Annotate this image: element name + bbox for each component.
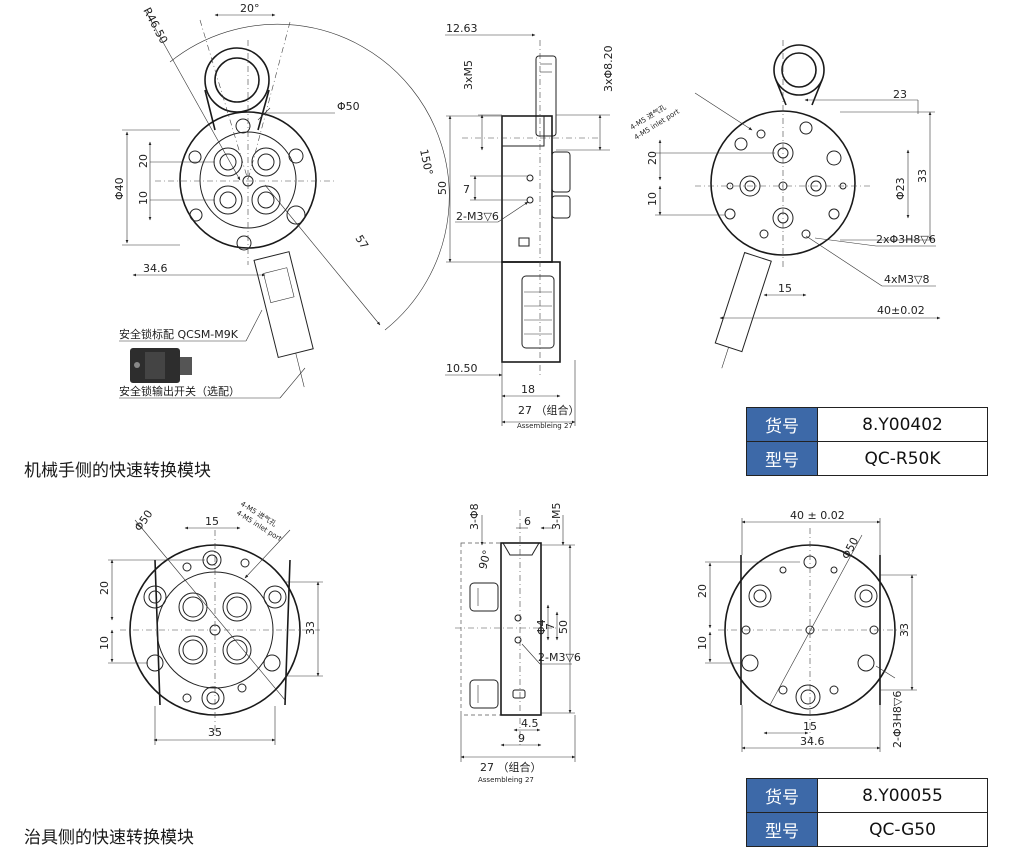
dim-50: 50 [436, 181, 449, 195]
dim-phi4: Φ4 [535, 619, 548, 635]
model-key: 型号 [746, 812, 818, 847]
dim-7: 7 [463, 183, 470, 196]
dim-9: 9 [518, 732, 525, 745]
robot-back-view: 4-M5 进气孔 4-M5 inlet port 23 20 Φ23 33 10… [628, 40, 941, 369]
dim-6: 6 [524, 515, 531, 528]
sensor-label: 安全锁标配 QCSM-M9K [119, 327, 239, 341]
m3-label: 2-M3▽6 [538, 651, 581, 664]
dim-3x8-20: 3xΦ8.20 [602, 45, 615, 92]
dim-57: 57 [352, 233, 370, 252]
robot-side-title: 机械手侧的快速转换模块 [24, 461, 211, 481]
dim-10: 10 [137, 191, 150, 205]
model-key: 型号 [746, 441, 818, 476]
item-number-key: 货号 [746, 407, 818, 442]
tool-part-table: 货号 8.Y00055 型号 QC-G50 [746, 778, 988, 847]
dim-33: 33 [916, 169, 929, 183]
robot-front-view: R46.50 20° Φ50 150° 20 Φ40 10 57 34.6 安全… [113, 2, 450, 399]
dim-40: 40 ± 0.02 [790, 509, 845, 522]
m3-label: 4xM3▽8 [884, 273, 929, 286]
dim-3phi8: 3-Φ8 [468, 503, 481, 530]
phi50-label: Φ50 [337, 100, 360, 113]
dim-10: 10 [646, 192, 659, 206]
dim-50: 50 [557, 620, 570, 634]
dim-3xm5: 3xM5 [462, 60, 475, 90]
dim-35: 35 [208, 726, 222, 739]
dim-15: 15 [205, 515, 219, 528]
dim-23: 23 [893, 88, 907, 101]
tool-front-view: Φ50 15 4-M5 进气孔 4-M5 inlet port 20 10 33… [98, 499, 323, 745]
tool-side-view: 3-Φ8 6 3-M5 90° Φ4 7 50 2-M3▽6 4.5 9 27 … [455, 503, 581, 784]
dim-18: 18 [521, 383, 535, 396]
item-number-value: 8.Y00055 [817, 778, 988, 813]
dim-phi23: Φ23 [894, 177, 907, 200]
angle-90: 90° [476, 549, 494, 571]
dim-33: 33 [898, 623, 911, 637]
dim-12-63: 12.63 [446, 22, 478, 35]
robot-side-view: 12.63 3xM5 3xΦ8.20 50 7 2-M3▽6 10.50 18 … [436, 22, 615, 430]
r-label: R46.50 [140, 5, 170, 46]
dim-20: 20 [137, 154, 150, 168]
dim-20: 20 [696, 584, 709, 598]
angle-top: 20° [240, 2, 260, 15]
model-value: QC-R50K [817, 441, 988, 476]
robot-part-table: 货号 8.Y00402 型号 QC-R50K [746, 407, 988, 476]
dim-10: 10 [696, 636, 709, 650]
dim-27: 27 （组合） [518, 403, 580, 417]
phi50-label: Φ50 [132, 508, 156, 534]
tool-back-view: 40 ± 0.02 Φ50 20 33 10 15 2-Φ3H8▽6 34.6 [696, 509, 917, 752]
dim-27: 27 （组合） [480, 760, 542, 774]
assembly-label: Assembleing 27 [478, 776, 534, 784]
dim-10-50: 10.50 [446, 362, 478, 375]
dim-15: 15 [803, 720, 817, 733]
dim-20: 20 [646, 151, 659, 165]
phi50-label: Φ50 [839, 535, 861, 561]
dim-7: 7 [544, 623, 557, 630]
m3-label: 2-M3▽6 [456, 210, 499, 223]
dim-15: 15 [778, 282, 792, 295]
dim-34-6: 34.6 [143, 262, 168, 275]
dim-4-5: 4.5 [521, 717, 539, 730]
safety-switch-image [130, 348, 192, 383]
angle-150: 150° [417, 148, 435, 177]
dim-3m5: 3-M5 [550, 503, 563, 530]
dim-33: 33 [304, 621, 317, 635]
holes-label: 2-Φ3H8▽6 [891, 691, 904, 748]
assembly-label: Assembleing 27 [517, 422, 573, 430]
dim-10: 10 [98, 636, 111, 650]
item-number-key: 货号 [746, 778, 818, 813]
dim-phi40: Φ40 [113, 177, 126, 200]
holes-label: 2xΦ3H8▽6 [876, 233, 936, 246]
switch-label: 安全锁输出开关（选配） [119, 384, 240, 398]
dim-34-6: 34.6 [800, 735, 825, 748]
dim-40: 40±0.02 [877, 304, 925, 317]
item-number-value: 8.Y00402 [817, 407, 988, 442]
model-value: QC-G50 [817, 812, 988, 847]
r46-arc [169, 23, 450, 331]
tool-side-title: 治具侧的快速转换模块 [24, 828, 194, 848]
dim-20: 20 [98, 581, 111, 595]
